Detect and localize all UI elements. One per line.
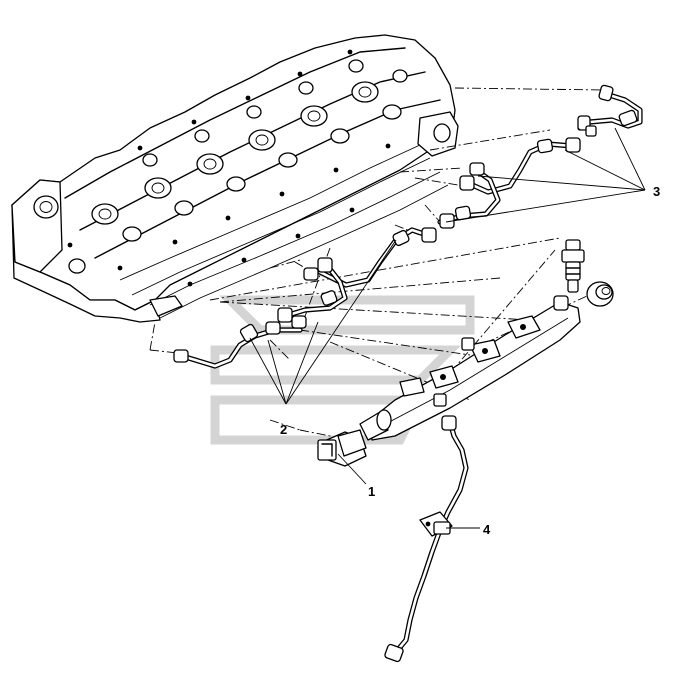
callout-1: 1 (368, 484, 375, 499)
injector-pipes-lower (173, 227, 437, 369)
valve-pockets (91, 59, 408, 242)
callout-2: 2 (280, 422, 287, 437)
leader-lines (249, 127, 646, 529)
pressure-relief-valve (561, 239, 585, 293)
fuel-supply-pipe (384, 415, 469, 663)
watermark-logo (210, 295, 475, 445)
cylinder-head (11, 34, 459, 323)
callout-4: 4 (483, 522, 491, 537)
rail-plug (586, 281, 614, 307)
head-bolts (67, 49, 391, 287)
common-rail (359, 295, 581, 441)
callout-3: 3 (653, 184, 660, 199)
injector-pipes-upper (437, 84, 643, 229)
rail-pressure-sensor (317, 429, 367, 467)
